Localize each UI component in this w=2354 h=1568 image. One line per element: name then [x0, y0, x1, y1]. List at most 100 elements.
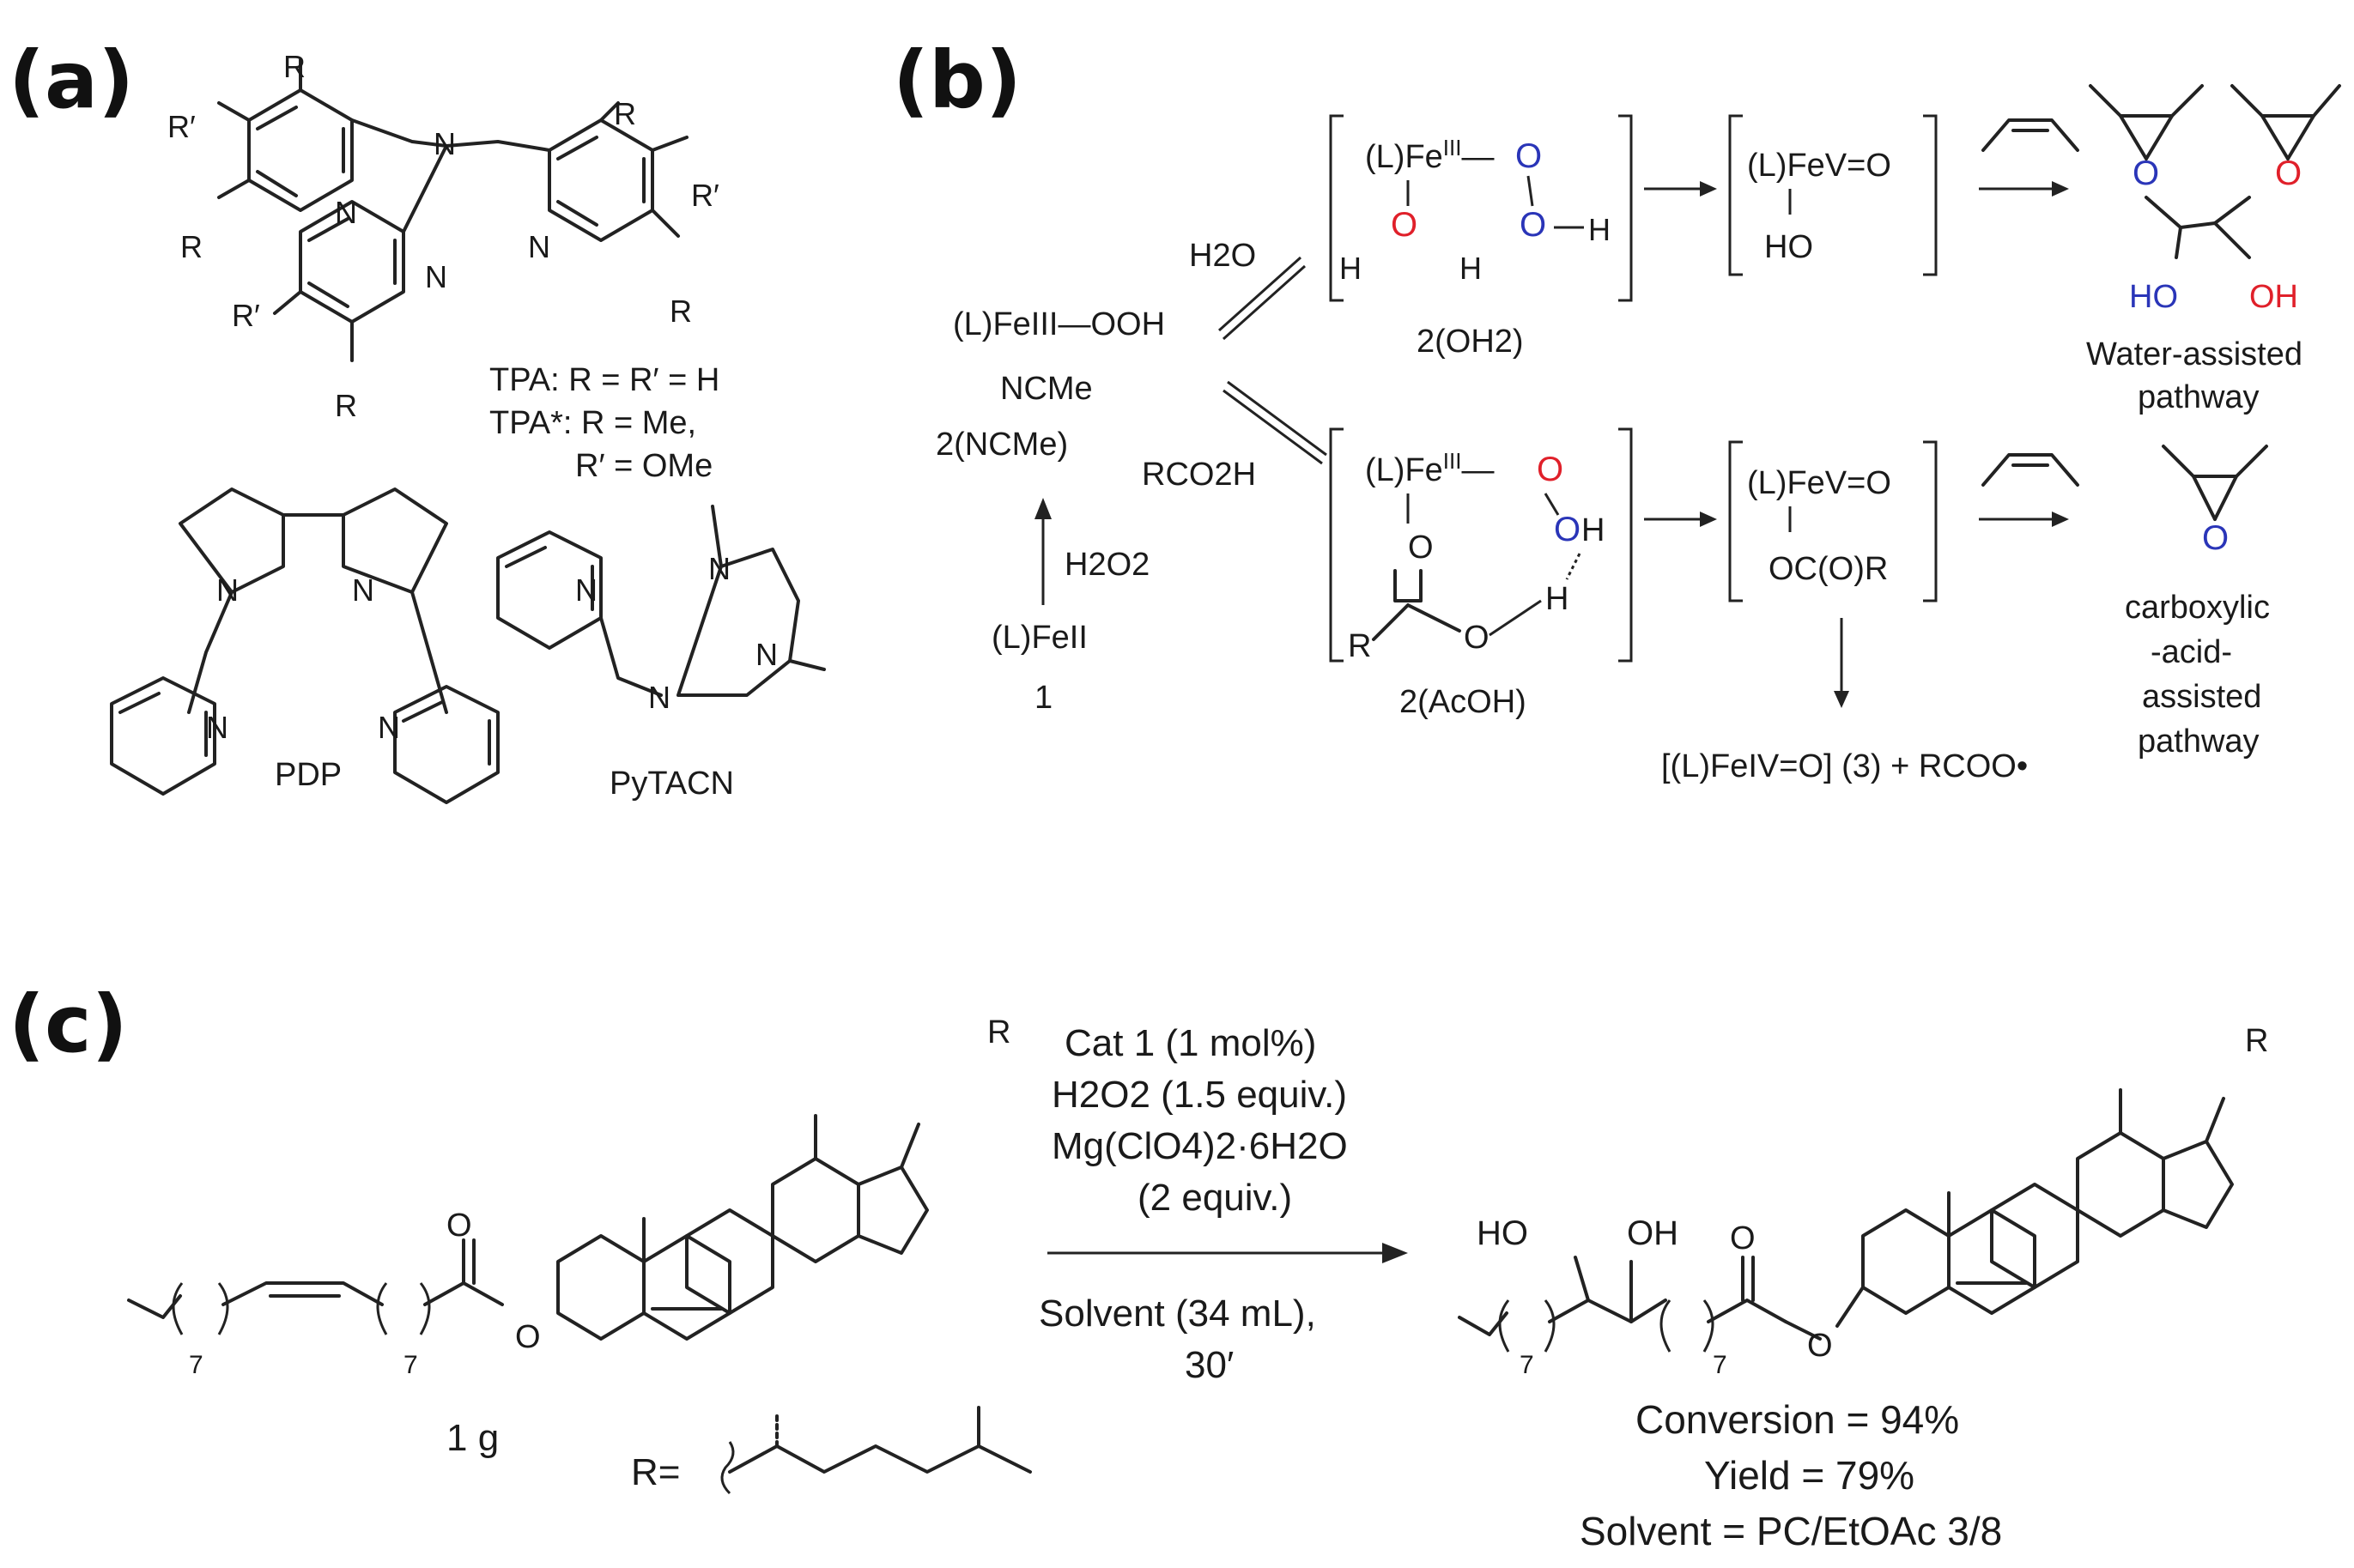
label-2oh2: 2(OH2)	[1417, 324, 1524, 360]
condition-equiv: (2 equiv.)	[1138, 1177, 1292, 1219]
substrate-ester-o: O	[515, 1319, 541, 1355]
pytacn-label: PyTACN	[610, 766, 734, 802]
diol-ho-blue: HO	[2129, 279, 2178, 315]
condition-h2o2: H2O2 (1.5 equiv.)	[1052, 1074, 1347, 1116]
oh2-h3: H	[1588, 212, 1611, 247]
epoxide-lower-o: O	[2202, 519, 2229, 557]
acoh-r: R	[1348, 628, 1371, 664]
tpa-r-right-bottom: R	[670, 294, 692, 329]
epoxide-lower	[2162, 445, 2268, 521]
tpa-r-bottom: R	[335, 388, 357, 423]
pytacn-n-py: N	[575, 572, 598, 608]
condition-mg: Mg(ClO4)2·6H2O	[1052, 1125, 1348, 1167]
oh2-h2: H	[1459, 251, 1482, 286]
acoh-h-lower: H	[1545, 581, 1568, 617]
acoh-o-carbonyl: O	[1408, 530, 1434, 566]
oh2-o-blue-1: O	[1515, 137, 1542, 175]
bracket-fe5-upper-left	[1728, 114, 1743, 276]
h2o-reagent: H2O	[1189, 238, 1256, 274]
acoh-fe3: (L)FeIII—	[1365, 448, 1494, 488]
tpa-rp-left: R′	[167, 109, 196, 144]
pdp-n2: N	[352, 572, 374, 608]
oh2-h1: H	[1339, 251, 1362, 286]
rco2h-reagent: RCO2H	[1142, 457, 1256, 493]
bracket-2oh2	[1329, 114, 1633, 302]
panel-label-c: (c)	[9, 978, 128, 1070]
tpa-n-amine: N	[434, 126, 456, 161]
acid-pathway-2: -acid-	[2151, 634, 2232, 670]
pytacn-n1: N	[708, 551, 731, 586]
product-carbonyl-o: O	[1730, 1220, 1756, 1256]
panel-label-a: (a)	[9, 34, 134, 126]
bracket-2acoh	[1329, 427, 1633, 663]
condition-time: 30′	[1185, 1344, 1234, 1386]
oh2-fe3-visible: (L)FeIII—	[1365, 135, 1494, 175]
bracket-fe5-upper-right	[1923, 114, 1938, 276]
substrate-carbonyl-o: O	[446, 1208, 472, 1244]
product-structure	[1458, 1088, 2234, 1353]
pytacn-n2: N	[755, 637, 778, 672]
diol-oh-red: OH	[2249, 279, 2298, 315]
label-2acoh: 2(AcOH)	[1399, 684, 1526, 720]
bracket-fe5-lower-right	[1923, 440, 1938, 602]
pytacn-n3: N	[648, 680, 670, 715]
h2o2-reagent: H2O2	[1065, 547, 1150, 583]
pdp-structure	[110, 487, 500, 804]
tpa-r-top: R	[283, 49, 306, 84]
fe5-oc-o-r: OC(O)R	[1769, 551, 1888, 587]
cis-alkene-upper	[1981, 118, 2079, 152]
tpa-n-py1: N	[335, 195, 357, 230]
result-conversion: Conversion = 94%	[1635, 1397, 1959, 1442]
epoxide-upper-1	[2089, 84, 2204, 160]
tpa-r-right: R	[614, 96, 636, 131]
diol-upper	[2145, 196, 2251, 259]
tpa-star-definition-1: TPA*: R = Me,	[489, 405, 696, 441]
acid-pathway-4: pathway	[2138, 723, 2260, 760]
acid-pathway-3: assisted	[2142, 679, 2261, 715]
acid-pathway-1: carboxylic	[2125, 590, 2270, 626]
pdp-n-py2: N	[378, 710, 400, 745]
label-2ncme: 2(NCMe)	[936, 427, 1068, 463]
tpa-definition: TPA: R = R′ = H	[489, 362, 719, 398]
epoxide-o-red: O	[2275, 154, 2302, 192]
substrate-r: R	[987, 1014, 1010, 1050]
pdp-label: PDP	[275, 757, 342, 793]
result-yield: Yield = 79%	[1704, 1453, 1914, 1498]
tpa-r-left: R	[180, 229, 203, 264]
acoh-h-top: H	[1581, 512, 1605, 548]
r-definition: R=	[631, 1451, 680, 1493]
scale-1g: 1 g	[446, 1417, 499, 1459]
acoh-o-lower: O	[1464, 620, 1489, 656]
pdp-n1: N	[216, 572, 239, 608]
epoxide-upper-2	[2230, 84, 2341, 160]
tpa-structure	[217, 58, 689, 362]
reaction-arrow-head	[1382, 1243, 1408, 1263]
product-sub7-b: 7	[1713, 1351, 1727, 1379]
fe2-complex: (L)FeII	[992, 620, 1088, 656]
oh2-o-red: O	[1391, 206, 1417, 244]
substrate-structure	[127, 1114, 929, 1341]
pytacn-structure	[496, 505, 826, 697]
product-ho: HO	[1477, 1214, 1528, 1252]
water-pathway-1: Water-assisted	[2086, 336, 2302, 372]
h2o2-arrow-head	[1034, 498, 1052, 519]
fe4-product: [(L)FeIV=O] (3) + RCOO•	[1661, 748, 2028, 784]
acoh-o-red-1: O	[1537, 451, 1563, 488]
panel-label-b: (b)	[893, 34, 1022, 126]
bracket-fe5-lower-left	[1728, 440, 1743, 602]
result-solvent: Solvent = PC/EtOAc 3/8	[1580, 1509, 2002, 1553]
water-pathway-2: pathway	[2138, 379, 2260, 415]
tpa-rp-right: R′	[691, 178, 719, 213]
cis-alkene-lower	[1981, 453, 2079, 487]
product-r: R	[2245, 1023, 2268, 1059]
oh2-o-blue-2: O	[1520, 206, 1546, 244]
product-ester-o: O	[1807, 1328, 1833, 1364]
tpa-n-py3: N	[425, 259, 447, 294]
fe5-ho: HO	[1764, 229, 1813, 265]
acoh-o-blue: O	[1554, 511, 1580, 548]
equilibrium-arrows	[1217, 256, 1327, 465]
condition-solvent: Solvent (34 mL),	[1039, 1293, 1316, 1335]
tpa-star-definition-2: R′ = OMe	[575, 448, 713, 484]
